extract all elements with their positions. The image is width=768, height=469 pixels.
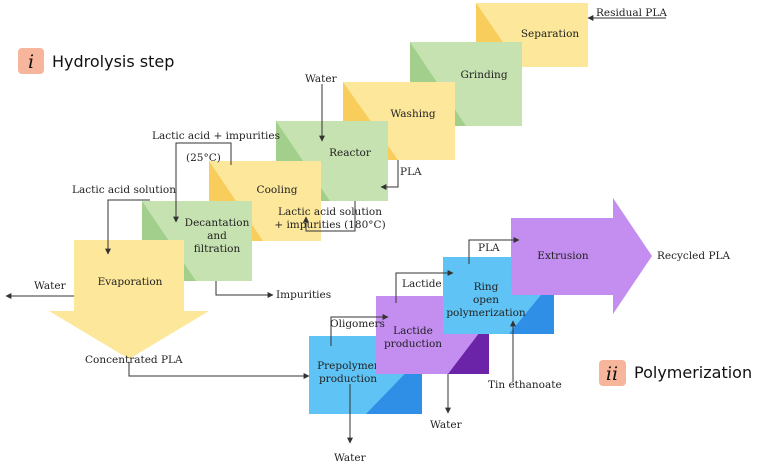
extrusion-label: Extrusion — [537, 250, 589, 262]
cooling-label: Cooling — [257, 184, 298, 196]
arrow-concentrated-pla — [128, 362, 310, 379]
arrow-lactic-solution — [105, 199, 150, 255]
arrow-lactic-impurities — [173, 142, 232, 223]
arrow-pla-top — [468, 237, 520, 264]
label-recycled-pla: Recycled PLA — [657, 250, 730, 262]
ring-open-label-2: open — [473, 294, 499, 306]
badge-i — [18, 48, 44, 74]
label-impurities: Impurities — [276, 289, 331, 301]
lactide-prod-label-2: production — [384, 338, 442, 350]
reactor-label: Reactor — [329, 147, 372, 159]
ring-open-label-3: polymerization — [446, 307, 526, 319]
label-lactic-impurities: Lactic acid + impurities — [152, 130, 280, 142]
label-temp-25: (25°C) — [186, 152, 221, 164]
arrow-pla-mid — [380, 160, 399, 190]
decantation-label-2: and — [207, 230, 227, 242]
label-lactic-solution: Lactic acid solution — [72, 184, 176, 196]
badge-ii — [599, 360, 626, 386]
decantation-label-3: filtration — [194, 243, 241, 255]
arrow-oligomers — [330, 314, 389, 346]
washing-label: Washing — [390, 108, 435, 120]
hydrolysis-title: Hydrolysis step — [52, 52, 174, 71]
arrow-lactide — [395, 270, 454, 303]
label-lactide: Lactide — [402, 278, 442, 290]
separation-label: Separation — [521, 28, 580, 40]
label-oligomers: Oligomers — [330, 318, 385, 330]
label-water-in: Water — [305, 73, 338, 85]
polymerization-title: Polymerization — [634, 363, 752, 382]
arrow-extrusion: Extrusion — [511, 198, 652, 314]
section-polymerization: ii Polymerization — [599, 360, 752, 386]
ring-open-label-1: Ring — [474, 281, 499, 293]
badge-ii-text: ii — [606, 363, 618, 385]
section-hydrolysis: i Hydrolysis step — [18, 48, 174, 74]
arrow-impurities — [215, 281, 274, 298]
label-pla-mid: PLA — [400, 166, 422, 178]
label-tin: Tin ethanoate — [488, 379, 562, 391]
arrow-lactic-solution-2 — [303, 201, 356, 232]
badge-i-text: i — [28, 51, 34, 73]
label-water-bottom1: Water — [430, 419, 463, 431]
grinding-label: Grinding — [460, 69, 507, 81]
prepolymer-label-1: Prepolymer — [317, 360, 380, 372]
prepolymer-label-2: production — [319, 373, 377, 385]
label-lactic-solution-2a: Lactic acid solution — [278, 206, 382, 218]
evaporation-label: Evaporation — [98, 276, 163, 288]
label-water-bottom2: Water — [334, 452, 367, 464]
label-lactic-solution-2b: + impurities (180°C) — [274, 219, 385, 231]
arrow-evaporation: Evaporation — [49, 240, 209, 359]
decantation-label-1: Decantation — [185, 217, 250, 229]
label-water-out-left: Water — [34, 280, 67, 292]
label-concentrated-pla: Concentrated PLA — [85, 354, 183, 366]
label-pla-top: PLA — [478, 242, 500, 254]
lactide-prod-label-1: Lactide — [393, 325, 433, 337]
label-residual-pla: Residual PLA — [596, 7, 667, 19]
